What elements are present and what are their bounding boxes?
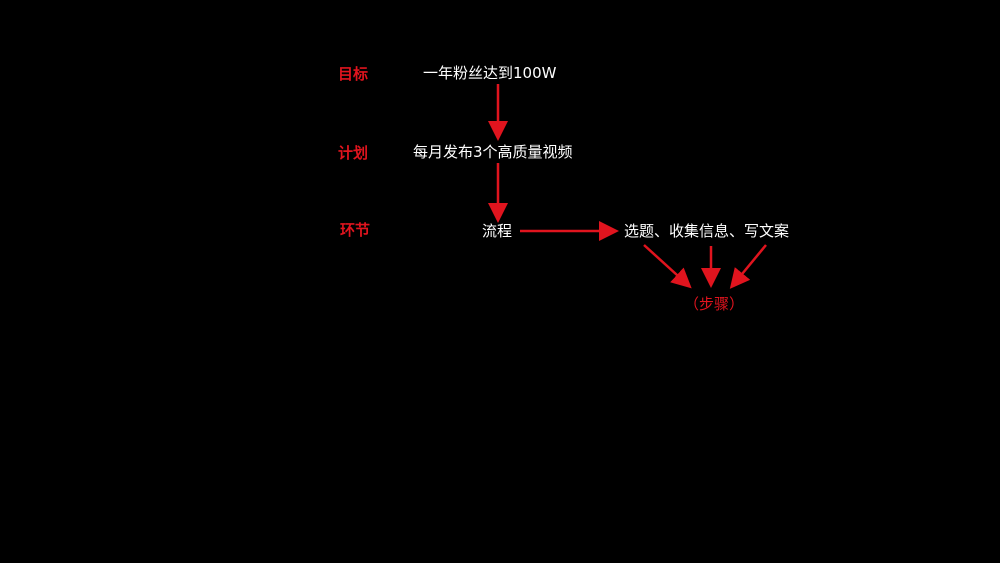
steps-caption: （步骤） <box>684 295 745 313</box>
plan-label: 计划 <box>338 144 369 162</box>
arrow-step-right <box>729 244 767 289</box>
goal-label: 目标 <box>338 65 369 83</box>
arrow-step-left <box>643 244 692 289</box>
stage-label: 环节 <box>340 221 371 239</box>
goal-text: 一年粉丝达到100W <box>423 64 557 82</box>
plan-text: 每月发布3个高质量视频 <box>413 143 573 161</box>
process-text: 流程 <box>482 222 513 240</box>
steps-text: 选题、收集信息、写文案 <box>624 222 790 240</box>
